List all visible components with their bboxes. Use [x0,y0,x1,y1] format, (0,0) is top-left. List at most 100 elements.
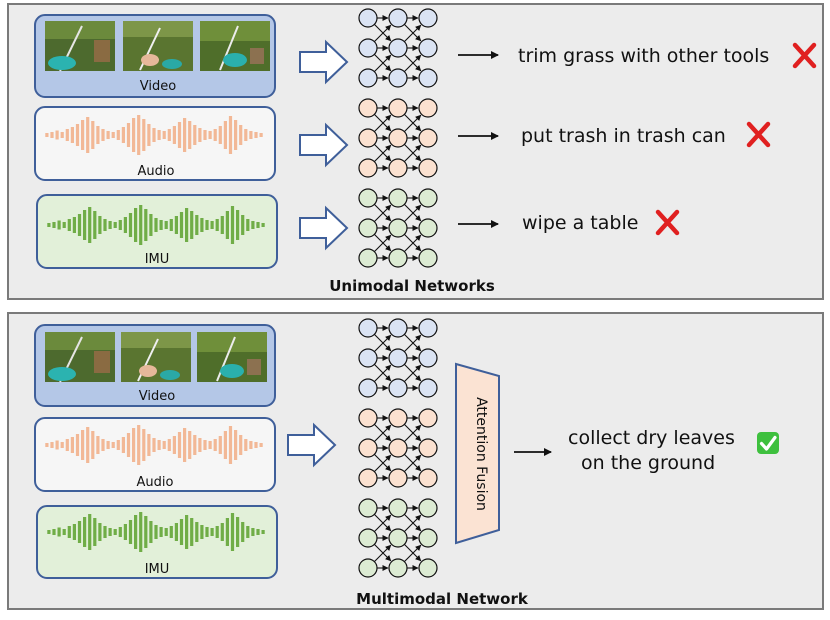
network-edge [374,514,392,532]
wave-bar [147,434,151,456]
network-edge [404,364,422,382]
multimodal-title: Multimodal Network [356,590,529,608]
wave-bar [57,527,61,537]
wave-bar [213,129,217,141]
audio-waveform [45,115,263,155]
network-node [358,558,378,578]
wave-bar [52,529,56,535]
wave-bar [215,526,219,538]
wave-bar [60,132,64,138]
wave-bar [83,210,87,240]
wave-bar [256,222,260,228]
wave-bar [45,133,49,137]
wave-bar [210,528,214,536]
video-frame-1 [45,21,115,72]
attention-fusion-label: Attention Fusion [473,397,489,511]
wave-bar [183,428,187,462]
bottom-video-box: Video [34,324,276,407]
network-node [358,378,378,398]
network-node [388,528,408,548]
wave-bar [137,425,141,465]
wave-bar [198,438,202,452]
wave-bar [103,219,107,231]
wave-bar [159,527,163,537]
wave-bar [101,439,105,451]
wave-bar [154,525,158,539]
wave-bar [239,435,243,455]
wave-bar [98,216,102,234]
wave-bar [203,440,207,450]
top-video-box: Video [34,14,276,98]
wave-bar [198,128,202,142]
wave-bar [50,442,54,448]
video-frame-3 [200,21,270,71]
network-node [358,348,378,368]
wave-bar [70,127,74,143]
wave-bar [72,217,76,233]
wave-bar [52,222,56,228]
network-node [418,158,438,178]
wave-bar [67,526,71,538]
wave-bar [147,124,151,146]
wave-bar [111,132,115,138]
wave-bar [249,441,253,449]
bottom-imu-label: IMU [145,562,170,577]
network-node [358,158,378,178]
wave-bar [234,430,238,460]
audio-network [358,408,438,488]
wave-bar [60,442,64,448]
network-edge [404,424,422,442]
wave-bar [220,523,224,541]
top-audio-box: Audio [34,106,276,181]
wave-bar [72,524,76,540]
network-node [388,128,408,148]
network-edge [374,234,392,252]
network-node [388,468,408,488]
network-node [418,528,438,548]
wave-bar [223,121,227,149]
wave-bar [81,430,85,460]
network-edge [404,234,422,252]
input-arrow-audio [299,122,349,168]
network-node [418,408,438,428]
network-edge [404,54,422,72]
wave-bar [172,126,176,144]
wave-bar [118,220,122,230]
wave-bar [152,438,156,452]
network-node [358,528,378,548]
wave-bar [259,443,263,447]
wave-bar [230,513,235,551]
wave-bar [91,431,95,459]
wave-bar [83,517,87,547]
wave-bar [128,213,133,237]
bottom-audio-label: Audio [137,475,174,490]
network-edge [374,334,392,352]
wave-bar [254,132,258,138]
wave-bar [259,133,263,137]
prediction-multimodal-line2: on the ground [581,452,715,474]
wave-bar [169,219,173,231]
wave-bar [251,528,255,536]
imu-network [358,188,438,268]
wave-bar [142,119,146,151]
network-node [388,158,408,178]
wave-bar [106,441,110,449]
network-node [418,348,438,368]
wave-bar [225,211,229,239]
wave-bar [70,437,74,453]
network-node [388,438,408,458]
wave-bar [195,215,199,235]
wave-bar [134,515,138,549]
wave-bar [152,128,156,142]
wave-bar [225,518,229,546]
network-node [358,248,378,268]
network-edge [374,364,392,382]
wave-bar [188,431,192,459]
wave-bar [75,124,80,146]
imu-waveform [47,512,265,552]
network-node [418,498,438,518]
video-network [358,8,438,88]
bottom-audio-box: Audio [34,417,276,492]
video-frame-1 [45,332,115,383]
